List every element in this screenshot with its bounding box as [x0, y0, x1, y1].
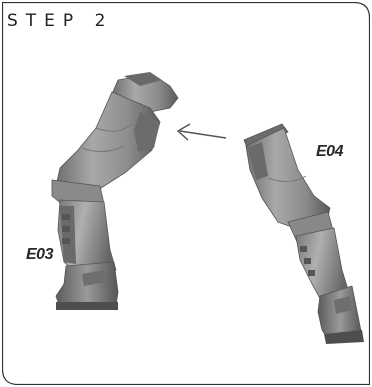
part-label-e04: E04 [316, 143, 343, 161]
leg-part-e03-icon [52, 72, 178, 310]
arrow-left-icon [178, 124, 226, 140]
part-label-e03: E03 [26, 246, 53, 264]
leg-part-e04-icon [244, 124, 364, 344]
